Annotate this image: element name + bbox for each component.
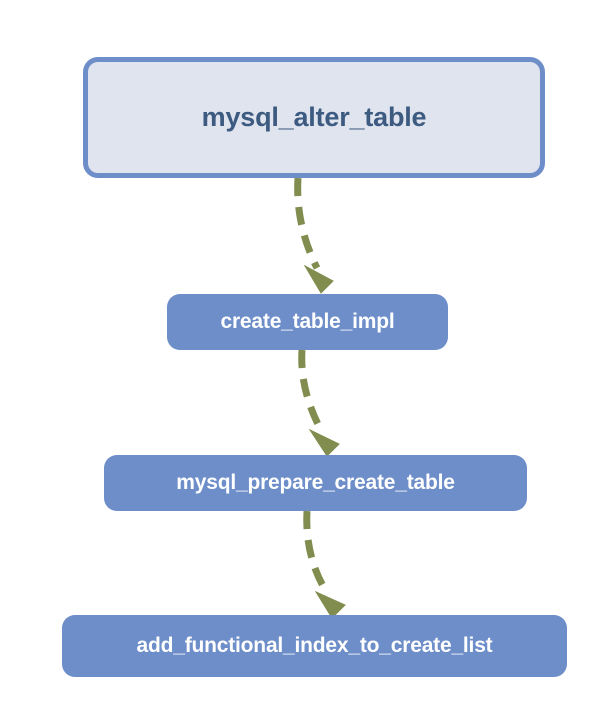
- arrowhead-icon: [303, 264, 334, 294]
- edge-mysql-prepare-create-table-to-add-functional-index-to-create-list: [303, 510, 346, 619]
- node-label: add_functional_index_to_create_list: [136, 634, 493, 657]
- edge-root-to-create-table-impl: [294, 177, 334, 294]
- edge-line: [298, 349, 326, 434]
- node-add-functional-index-to-create-list[interactable]: add_functional_index_to_create_list: [62, 615, 567, 677]
- node-label: mysql_alter_table: [201, 102, 427, 132]
- arrowhead-icon: [314, 590, 346, 619]
- node-create-table-impl[interactable]: create_table_impl: [167, 294, 448, 350]
- node-label: create_table_impl: [220, 310, 395, 333]
- edge-line: [303, 510, 331, 596]
- edge-line: [294, 177, 321, 270]
- arrowhead-icon: [308, 428, 340, 457]
- node-mysql-alter-table[interactable]: mysql_alter_table: [83, 57, 545, 178]
- edge-create-table-impl-to-mysql-prepare-create-table: [298, 349, 340, 457]
- node-mysql-prepare-create-table[interactable]: mysql_prepare_create_table: [104, 455, 527, 511]
- node-label: mysql_prepare_create_table: [176, 471, 455, 494]
